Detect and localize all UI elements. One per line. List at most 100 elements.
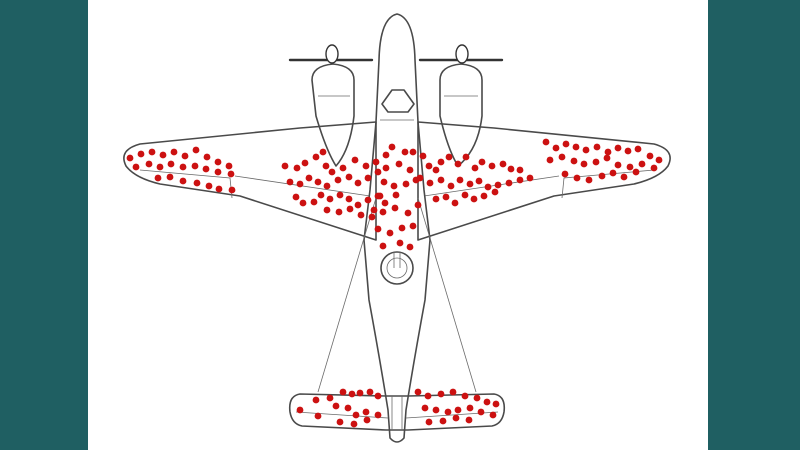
cockpit-canopy (381, 89, 415, 113)
hit-marker (166, 173, 174, 181)
hit-marker (437, 158, 445, 166)
hit-marker (193, 179, 201, 187)
hit-marker (301, 159, 309, 167)
hit-marker (148, 148, 156, 156)
hit-marker (461, 191, 469, 199)
hit-marker (335, 208, 343, 216)
hit-marker (380, 178, 388, 186)
hit-marker (374, 225, 382, 233)
hit-marker (626, 163, 634, 171)
hit-marker (344, 404, 352, 412)
hit-marker (470, 195, 478, 203)
hit-marker (228, 186, 236, 194)
hit-marker (614, 161, 622, 169)
hit-marker (350, 420, 358, 428)
hit-marker (227, 170, 235, 178)
hit-marker (362, 408, 370, 416)
hit-marker (323, 182, 331, 190)
hit-marker (454, 406, 462, 414)
hit-marker (603, 154, 611, 162)
hit-marker (372, 158, 380, 166)
hit-marker (154, 174, 162, 182)
hit-marker (477, 408, 485, 416)
hit-marker (348, 390, 356, 398)
hit-marker (339, 388, 347, 396)
hit-marker (558, 153, 566, 161)
hit-marker (478, 158, 486, 166)
hit-marker (414, 388, 422, 396)
hit-marker (292, 193, 300, 201)
hit-marker (561, 170, 569, 178)
hit-marker (572, 143, 580, 151)
hit-marker (396, 239, 404, 247)
hit-marker (205, 182, 213, 190)
hit-marker (473, 394, 481, 402)
hit-marker (614, 144, 622, 152)
hit-marker (286, 178, 294, 186)
hit-marker (364, 196, 372, 204)
hit-marker (421, 404, 429, 412)
hit-marker (466, 180, 474, 188)
hit-marker (419, 152, 427, 160)
hit-marker (374, 392, 382, 400)
hit-marker (406, 243, 414, 251)
hit-marker (604, 148, 612, 156)
hit-marker (214, 158, 222, 166)
hit-marker (192, 146, 200, 154)
hit-marker (445, 153, 453, 161)
hit-marker (225, 162, 233, 170)
hit-marker (480, 192, 488, 200)
hit-marker (488, 162, 496, 170)
hit-marker (170, 148, 178, 156)
hit-marker (305, 174, 313, 182)
hit-marker (580, 160, 588, 168)
hit-marker (437, 390, 445, 398)
hit-marker (483, 398, 491, 406)
hit-marker (374, 168, 382, 176)
hit-marker (354, 201, 362, 209)
hit-marker (570, 157, 578, 165)
hit-marker (573, 174, 581, 182)
hit-marker (296, 406, 304, 414)
hit-marker (609, 169, 617, 177)
bullet-hit-markers (126, 138, 663, 428)
hit-marker (374, 411, 382, 419)
hit-marker (379, 208, 387, 216)
hit-marker (352, 411, 360, 419)
hit-marker (402, 180, 410, 188)
hit-marker (179, 163, 187, 171)
hit-marker (484, 183, 492, 191)
hit-marker (456, 176, 464, 184)
hit-marker (299, 199, 307, 207)
hit-marker (319, 148, 327, 156)
hit-marker (437, 176, 445, 184)
hit-marker (526, 174, 534, 182)
hit-marker (409, 148, 417, 156)
hit-marker (310, 198, 318, 206)
hit-marker (379, 242, 387, 250)
hit-marker (425, 418, 433, 426)
hit-marker (439, 417, 447, 425)
hit-marker (326, 394, 334, 402)
hit-marker (432, 195, 440, 203)
hit-marker (465, 416, 473, 424)
hit-marker (552, 144, 560, 152)
hit-marker (398, 224, 406, 232)
hit-marker (516, 176, 524, 184)
hit-marker (293, 164, 301, 172)
hit-marker (638, 160, 646, 168)
hit-marker (542, 138, 550, 146)
hit-marker (388, 143, 396, 151)
hit-marker (362, 162, 370, 170)
hit-marker (312, 396, 320, 404)
hit-marker (345, 173, 353, 181)
hit-marker (370, 206, 378, 214)
hit-marker (592, 158, 600, 166)
hit-marker (351, 156, 359, 164)
hit-marker (634, 145, 642, 153)
hit-marker (215, 185, 223, 193)
right-engine-nacelle (439, 63, 483, 167)
hit-marker (312, 153, 320, 161)
hit-marker (516, 166, 524, 174)
hit-marker (390, 182, 398, 190)
